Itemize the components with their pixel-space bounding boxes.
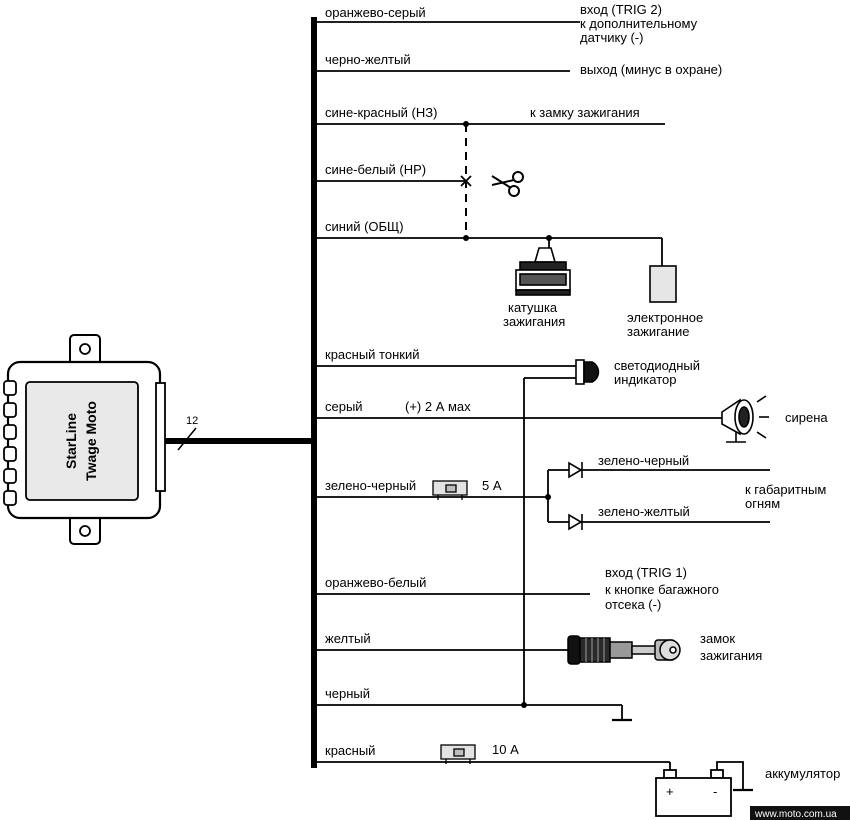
fuse-10a-icon: [440, 744, 476, 764]
wire-label-red-thin: красный тонкий: [325, 347, 419, 362]
target-led-line2: индикатор: [614, 372, 676, 387]
target-coil-line1: катушка: [508, 300, 558, 315]
electronic-ignition-box: [649, 265, 677, 303]
bundle-count: 12: [186, 415, 198, 427]
wire-label-green-yellow-branch: зелено-желтый: [598, 504, 690, 519]
battery-ground-wire: [716, 761, 744, 790]
scissors-icon: [491, 171, 524, 197]
target-trig1-line1: вход (TRIG 1): [605, 565, 687, 580]
fuse-5a-label: 5 А: [482, 478, 502, 493]
footer-url: www.moto.com.ua: [754, 809, 837, 820]
target-trig2-line3: датчику (-): [580, 30, 643, 45]
wire-label-black-yellow: черно-желтый: [325, 52, 411, 67]
unit-brand-line1: StarLine: [63, 413, 79, 469]
fuse-10a-label: 10 А: [492, 742, 519, 757]
wire-label-black: черный: [325, 686, 370, 701]
fuse-5a-icon: [432, 480, 468, 500]
wire-label-blue-white: сине-белый (НР): [325, 162, 426, 177]
ignition-lock-icon: [567, 635, 681, 665]
diode-upper-icon: [568, 461, 583, 479]
target-electronic-line2: зажигание: [627, 324, 690, 339]
wire-label-orange-gray: оранжево-серый: [325, 5, 426, 20]
wire-label-blue-common: синий (ОБЩ): [325, 219, 404, 234]
unit-brand-line2: Twage Moto: [83, 401, 99, 481]
cut-mark: [460, 175, 472, 187]
led-indicator-icon: [575, 359, 600, 385]
bundle-tick: [177, 427, 197, 451]
target-coil-line2: зажигания: [503, 314, 565, 329]
wire-label-green-black-branch: зелено-черный: [598, 453, 689, 468]
ignition-coil-icon: [515, 247, 571, 296]
wire-label-orange-white: оранжево-белый: [325, 575, 426, 590]
target-siren: сирена: [785, 410, 828, 425]
wire-label-yellow: желтый: [325, 631, 371, 646]
battery-plus-sign: +: [666, 784, 674, 799]
target-trig2-line1: вход (TRIG 2): [580, 2, 662, 17]
target-battery: аккумулятор: [765, 766, 840, 781]
battery-icon: [655, 769, 732, 817]
wire-label-red: красный: [325, 743, 375, 758]
footer-bar: [750, 806, 850, 820]
target-parking-line2: огням: [745, 496, 780, 511]
wire-label-gray: серый: [325, 399, 363, 414]
diode-lower-icon: [568, 513, 583, 531]
target-lock-line1: замок: [700, 631, 735, 646]
wire-label-blue-red: сине-красный (НЗ): [325, 105, 437, 120]
wire-gray-spec: (+) 2 А мах: [405, 399, 471, 414]
target-parking-line1: к габаритным: [745, 482, 826, 497]
target-trig1-line2: к кнопке багажного: [605, 582, 719, 597]
junction-blue-common: [463, 235, 469, 241]
siren-icon: [721, 395, 769, 443]
junction-black: [521, 702, 527, 708]
control-unit: StarLine Twage Moto: [3, 334, 166, 545]
target-output-minus: выход (минус в охране): [580, 62, 722, 77]
target-trig2-line2: к дополнительному: [580, 16, 698, 31]
target-electronic-line1: электронное: [627, 310, 703, 325]
target-lock-line2: зажигания: [700, 648, 762, 663]
wire-label-green-black: зелено-черный: [325, 478, 416, 493]
target-trig1-line3: отсека (-): [605, 597, 661, 612]
target-led-line1: светодиодный: [614, 358, 700, 373]
battery-minus-sign: -: [713, 784, 717, 799]
target-ignition-lock-wire: к замку зажигания: [530, 105, 640, 120]
